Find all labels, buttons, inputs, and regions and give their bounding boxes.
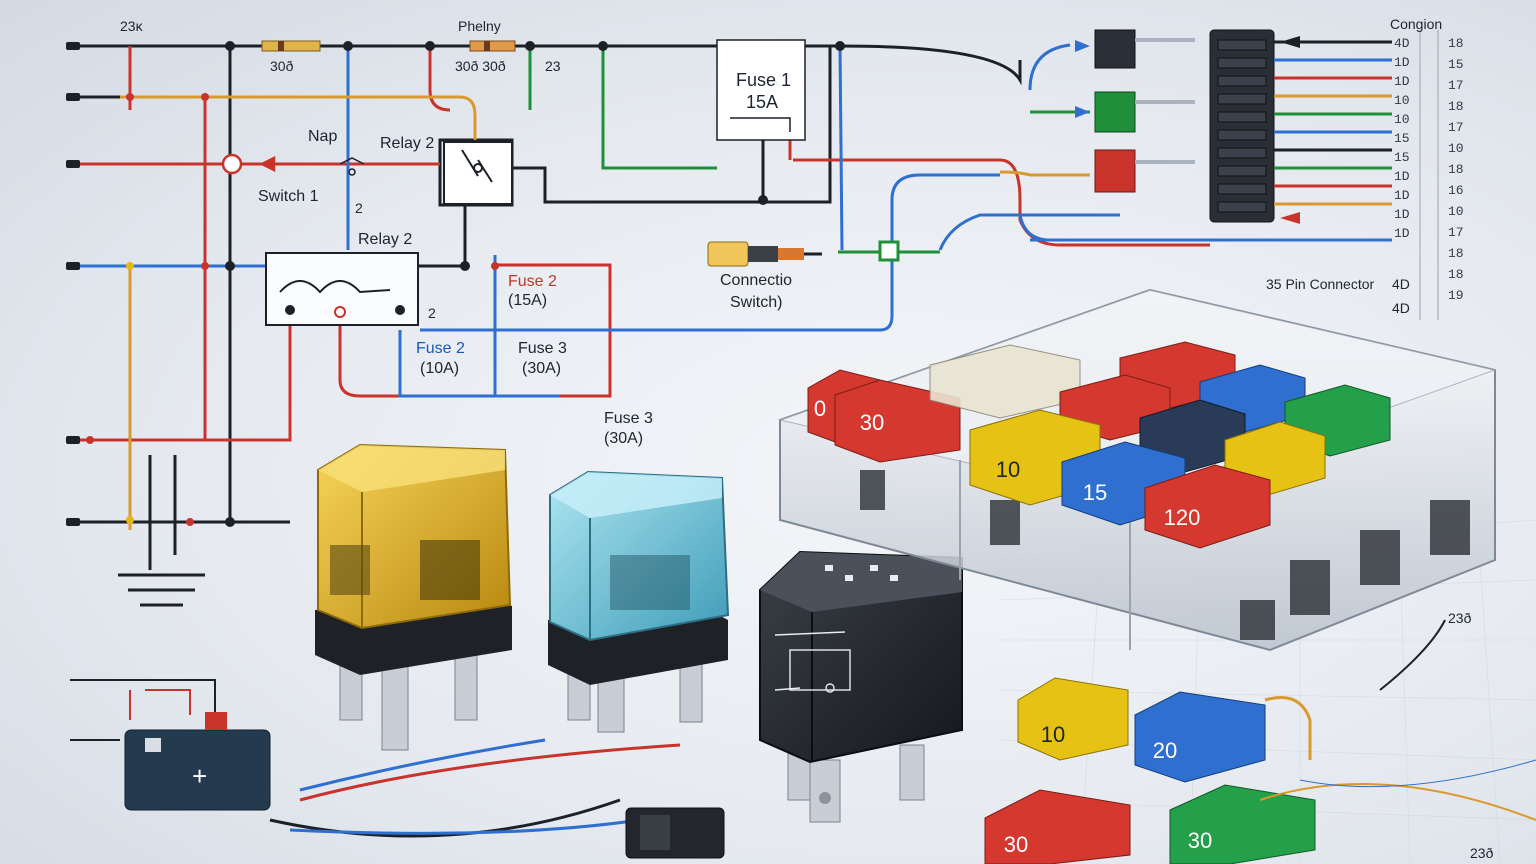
loose-fuse-green-30 — [1169, 784, 1316, 864]
label-relay2-top: Relay 2 — [380, 135, 435, 152]
label-relay2-mid: Relay 2 — [358, 231, 413, 248]
top-label-left: 23ĸ — [120, 18, 143, 34]
connector-pin-mark: 15 — [1394, 150, 1410, 165]
relay-yellow — [315, 443, 512, 751]
label-fuse2-b-rating: (10A) — [420, 360, 460, 377]
label-fuse2-a-rating: (15A) — [508, 292, 548, 309]
resistor-top — [261, 40, 516, 52]
loose-fuse-red-30 — [984, 789, 1131, 864]
label-pin-connector-mark2: 4D — [1392, 300, 1410, 316]
label-bottom-right-code2: 23ð — [1470, 845, 1494, 861]
label-connector-switch-2: Switch) — [730, 294, 783, 311]
top-label-codes-a: 30ð — [270, 58, 294, 74]
connector-pin-mark: 4D — [1394, 36, 1410, 51]
label-nap: Nap — [308, 128, 338, 145]
pin-number: 17 — [1448, 120, 1464, 135]
box-fuse-red-120 — [1144, 464, 1271, 549]
nap-switch-symbol — [339, 157, 365, 176]
fuse1-box — [716, 39, 806, 141]
junction-dots-red — [86, 93, 499, 526]
battery-graphic: + — [70, 679, 271, 811]
pin-number: 18 — [1448, 267, 1464, 282]
relay-black — [759, 550, 963, 823]
connector-pin-mark: 15 — [1394, 131, 1410, 146]
label-relay2-mark: 2 — [428, 305, 436, 321]
label-fuse3-b-rating: (30A) — [604, 430, 644, 447]
box-fuse-label-120: 120 — [1163, 505, 1201, 530]
connector-pin-mark: 10 — [1394, 112, 1410, 127]
top-label-middle: Phelny — [458, 18, 501, 34]
yellow-wires — [120, 95, 1090, 530]
label-fuse2-b-title: Fuse 2 — [416, 340, 465, 357]
loose-fuse-label-20: 20 — [1152, 738, 1178, 763]
loose-fuse-blue-20 — [1134, 691, 1312, 783]
pin-number: 16 — [1448, 183, 1464, 198]
label-connector-switch-1: Connectio — [720, 272, 793, 289]
pin-number: 15 — [1448, 57, 1464, 72]
label-pin-connector: 35 Pin Connector — [1266, 276, 1375, 292]
label-fuse3-a-rating: (30A) — [522, 360, 562, 377]
connector-pin-mark: 1D — [1394, 55, 1410, 70]
relay2-main-box — [265, 252, 419, 326]
switch1-symbol — [221, 153, 276, 175]
pin-number: 10 — [1448, 141, 1464, 156]
label-fuse1-title: Fuse 1 — [736, 70, 792, 90]
loose-wires-bottom — [269, 738, 681, 838]
box-fuse-red-30 — [834, 379, 961, 463]
relay2-upper-box — [443, 141, 513, 205]
box-fuse-label-0: 0 — [813, 396, 827, 421]
label-fuse3-a-title: Fuse 3 — [518, 340, 567, 357]
left-terminals — [66, 42, 80, 526]
label-fuse2-a-title: Fuse 2 — [508, 273, 557, 290]
wire-connector-bottom — [625, 807, 725, 859]
green-terminal-clip — [878, 240, 900, 262]
connector-pin-mark: 1D — [1394, 74, 1410, 89]
label-fuse3-b-title: Fuse 3 — [604, 410, 653, 427]
connector-pin-mark: 1D — [1394, 169, 1410, 184]
top-label-codes-c: 23 — [545, 58, 561, 74]
connector-pin-mark: 1D — [1394, 188, 1410, 203]
ground-symbol — [118, 455, 205, 607]
connector-pin-mark: 1D — [1394, 207, 1410, 222]
pin-number: 18 — [1448, 162, 1464, 177]
label-fuse1-rating: 15A — [746, 92, 779, 112]
pin-number: 17 — [1448, 78, 1464, 93]
relay-cyan — [548, 470, 730, 733]
pin-number: 18 — [1448, 36, 1464, 51]
top-label-codes-b: 30ð 30ð — [455, 58, 506, 74]
junction-dots-yellow — [126, 262, 134, 524]
label-bottom-right-code: 23ð — [1448, 610, 1472, 626]
loose-fuse-label-30-green: 30 — [1187, 828, 1213, 853]
measurement-lines-bottom-right — [1259, 619, 1536, 821]
label-switch1: Switch 1 — [258, 188, 319, 205]
box-fuse-label-30: 30 — [859, 410, 885, 435]
loose-fuse-label-30-red: 30 — [1003, 832, 1029, 857]
wire-connectors — [1094, 29, 1195, 193]
loose-fuse-label-10: 10 — [1040, 722, 1066, 747]
pin-table-lines — [1419, 30, 1439, 320]
pin-number: 18 — [1448, 99, 1464, 114]
label-pin-connector-mark: 4D — [1392, 276, 1410, 292]
pin-number: 19 — [1448, 288, 1464, 303]
connector-pin-mark: 1D — [1394, 226, 1410, 241]
pin-number: 18 — [1448, 246, 1464, 261]
pin-number: 10 — [1448, 204, 1464, 219]
connector-output-wires — [1030, 40, 1392, 242]
connector-switch-part — [707, 241, 822, 267]
junction-dots — [225, 41, 845, 527]
multi-pin-connector — [1209, 29, 1275, 223]
loose-fuse-yellow-10 — [1017, 677, 1129, 761]
svg-text:+: + — [192, 761, 207, 791]
pin-number: 17 — [1448, 225, 1464, 240]
box-fuse-label-10: 10 — [995, 457, 1021, 482]
box-fuse-label-15: 15 — [1082, 480, 1108, 505]
label-switch1-sub: 2 — [355, 200, 363, 216]
connector-pin-mark: 10 — [1394, 93, 1410, 108]
label-corner-title: Congion — [1390, 16, 1443, 32]
